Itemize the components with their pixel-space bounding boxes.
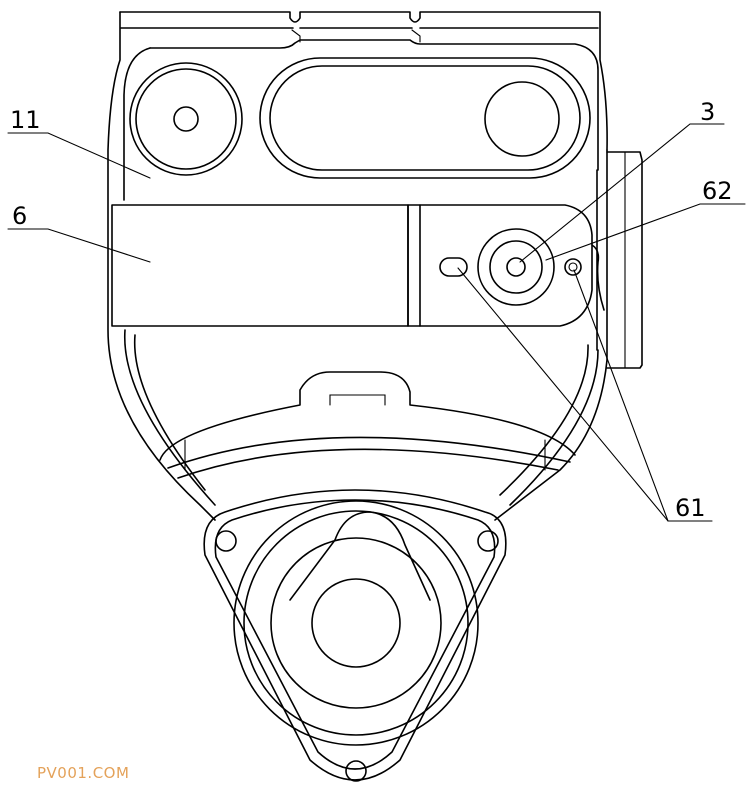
cover-block-6	[111, 204, 421, 327]
callout-62: 62	[702, 177, 733, 205]
callout-6: 6	[12, 202, 27, 230]
watermark-text: PV001.COM	[37, 764, 130, 782]
upper-housing	[107, 11, 608, 521]
lower-flange	[203, 489, 507, 782]
mid-body	[123, 329, 599, 506]
callout-3: 3	[700, 98, 715, 126]
side-boss	[606, 151, 643, 369]
callout-61: 61	[675, 494, 706, 522]
callout-11: 11	[10, 106, 41, 134]
leader-lines	[7, 123, 746, 522]
mount-plate	[419, 204, 605, 327]
callout-labels: 11 6 3 62 61	[10, 98, 733, 522]
